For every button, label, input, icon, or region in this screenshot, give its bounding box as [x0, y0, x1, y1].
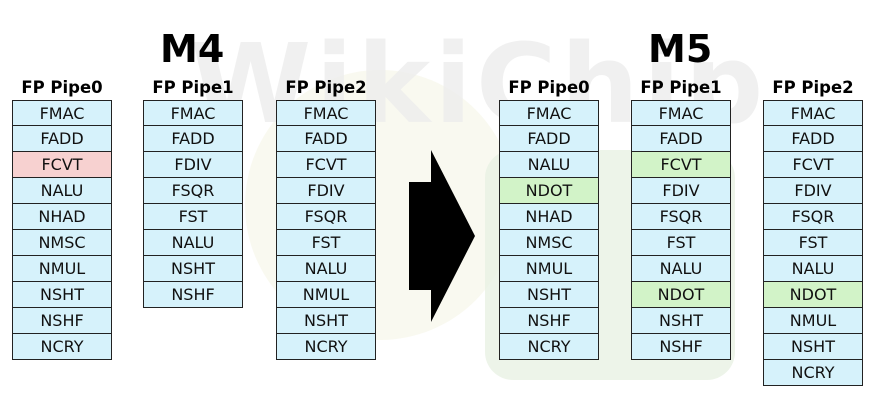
unit-cell-fadd: FADD [276, 126, 376, 152]
pipe-title: FP Pipe2 [285, 78, 367, 97]
pipe-title: FP Pipe0 [508, 78, 590, 97]
unit-cell-nsht: NSHT [12, 282, 112, 308]
unit-cell-fmac: FMAC [499, 100, 599, 126]
unit-cell-fmac: FMAC [631, 100, 731, 126]
m4-title: M4 [160, 27, 225, 71]
unit-cell-fsqr: FSQR [631, 204, 731, 230]
unit-cell-nmul: NMUL [276, 282, 376, 308]
unit-cell-nalu: NALU [499, 152, 599, 178]
unit-cell-fst: FST [276, 230, 376, 256]
unit-cell-nsht: NSHT [143, 256, 243, 282]
unit-cell-fmac: FMAC [143, 100, 243, 126]
unit-cell-ncry: NCRY [499, 334, 599, 360]
unit-cell-fst: FST [143, 204, 243, 230]
unit-cell-nalu: NALU [276, 256, 376, 282]
unit-cell-fcvt: FCVT [276, 152, 376, 178]
unit-cell-ndot: NDOT [631, 282, 731, 308]
unit-cell-fcvt: FCVT [763, 152, 863, 178]
pipe-title: FP Pipe0 [21, 78, 103, 97]
unit-cell-fdiv: FDIV [763, 178, 863, 204]
unit-cell-fsqr: FSQR [143, 178, 243, 204]
unit-cell-nalu: NALU [631, 256, 731, 282]
unit-cell-fst: FST [763, 230, 863, 256]
unit-cell-fcvt: FCVT [631, 152, 731, 178]
unit-cell-fst: FST [631, 230, 731, 256]
pipe-title: FP Pipe2 [772, 78, 854, 97]
unit-cell-nsht: NSHT [763, 334, 863, 360]
unit-cell-nsht: NSHT [499, 282, 599, 308]
unit-cell-nalu: NALU [143, 230, 243, 256]
unit-cell-nmul: NMUL [499, 256, 599, 282]
unit-cell-nalu: NALU [763, 256, 863, 282]
unit-cell-fadd: FADD [143, 126, 243, 152]
pipe-title: FP Pipe1 [640, 78, 722, 97]
unit-cell-ndot: NDOT [499, 178, 599, 204]
unit-cell-ndot: NDOT [763, 282, 863, 308]
m5-title: M5 [648, 27, 713, 71]
unit-cell-nmsc: NMSC [12, 230, 112, 256]
unit-cell-nalu: NALU [12, 178, 112, 204]
unit-cell-fsqr: FSQR [763, 204, 863, 230]
unit-cell-nsht: NSHT [276, 308, 376, 334]
unit-cell-fadd: FADD [631, 126, 731, 152]
unit-cell-nmul: NMUL [763, 308, 863, 334]
unit-cell-nshf: NSHF [631, 334, 731, 360]
unit-cell-nmul: NMUL [12, 256, 112, 282]
unit-cell-nsht: NSHT [631, 308, 731, 334]
unit-cell-nmsc: NMSC [499, 230, 599, 256]
unit-cell-fadd: FADD [763, 126, 863, 152]
unit-cell-nhad: NHAD [499, 204, 599, 230]
unit-cell-fdiv: FDIV [143, 152, 243, 178]
unit-cell-fadd: FADD [499, 126, 599, 152]
unit-cell-fdiv: FDIV [631, 178, 731, 204]
unit-cell-ncry: NCRY [763, 360, 863, 386]
unit-cell-fmac: FMAC [12, 100, 112, 126]
unit-cell-ncry: NCRY [12, 334, 112, 360]
unit-cell-nshf: NSHF [499, 308, 599, 334]
unit-cell-fadd: FADD [12, 126, 112, 152]
unit-cell-nshf: NSHF [12, 308, 112, 334]
unit-cell-fmac: FMAC [276, 100, 376, 126]
unit-cell-fmac: FMAC [763, 100, 863, 126]
pipe-title: FP Pipe1 [152, 78, 234, 97]
unit-cell-ncry: NCRY [276, 334, 376, 360]
right-arrow-icon [409, 150, 475, 322]
unit-cell-fcvt: FCVT [12, 152, 112, 178]
unit-cell-fdiv: FDIV [276, 178, 376, 204]
unit-cell-nshf: NSHF [143, 282, 243, 308]
unit-cell-fsqr: FSQR [276, 204, 376, 230]
unit-cell-nhad: NHAD [12, 204, 112, 230]
